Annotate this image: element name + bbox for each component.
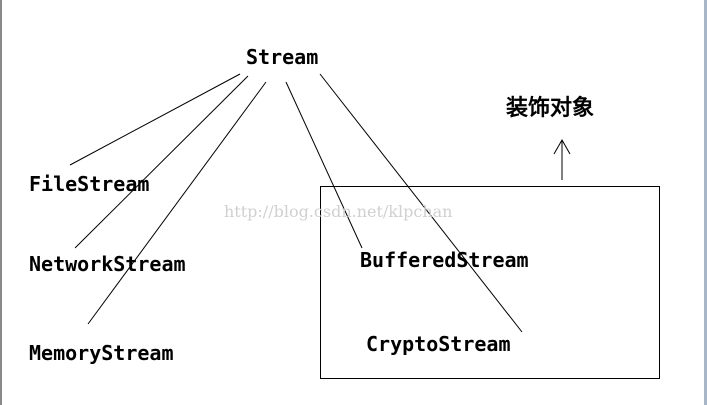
node-bufferedstream: BufferedStream xyxy=(360,248,529,272)
decorator-group-box xyxy=(320,186,660,379)
line-to-cryptostream xyxy=(319,73,523,333)
node-stream: Stream xyxy=(246,45,319,69)
left-border xyxy=(0,0,2,405)
line-to-bufferedstream xyxy=(285,81,363,249)
arrow-head xyxy=(553,138,571,155)
line-to-networkstream xyxy=(74,75,249,249)
node-memorystream: MemoryStream xyxy=(29,341,174,365)
node-networkstream: NetworkStream xyxy=(29,252,186,276)
node-filestream: FileStream xyxy=(29,172,150,196)
line-to-filestream xyxy=(69,73,241,166)
node-cryptostream: CryptoStream xyxy=(366,332,511,356)
watermark-text: http://blog.csdn.net/klpchan xyxy=(224,202,453,221)
decorator-group-label: 装饰对象 xyxy=(506,96,595,121)
right-border xyxy=(704,0,707,405)
line-to-memorystream xyxy=(87,81,267,325)
